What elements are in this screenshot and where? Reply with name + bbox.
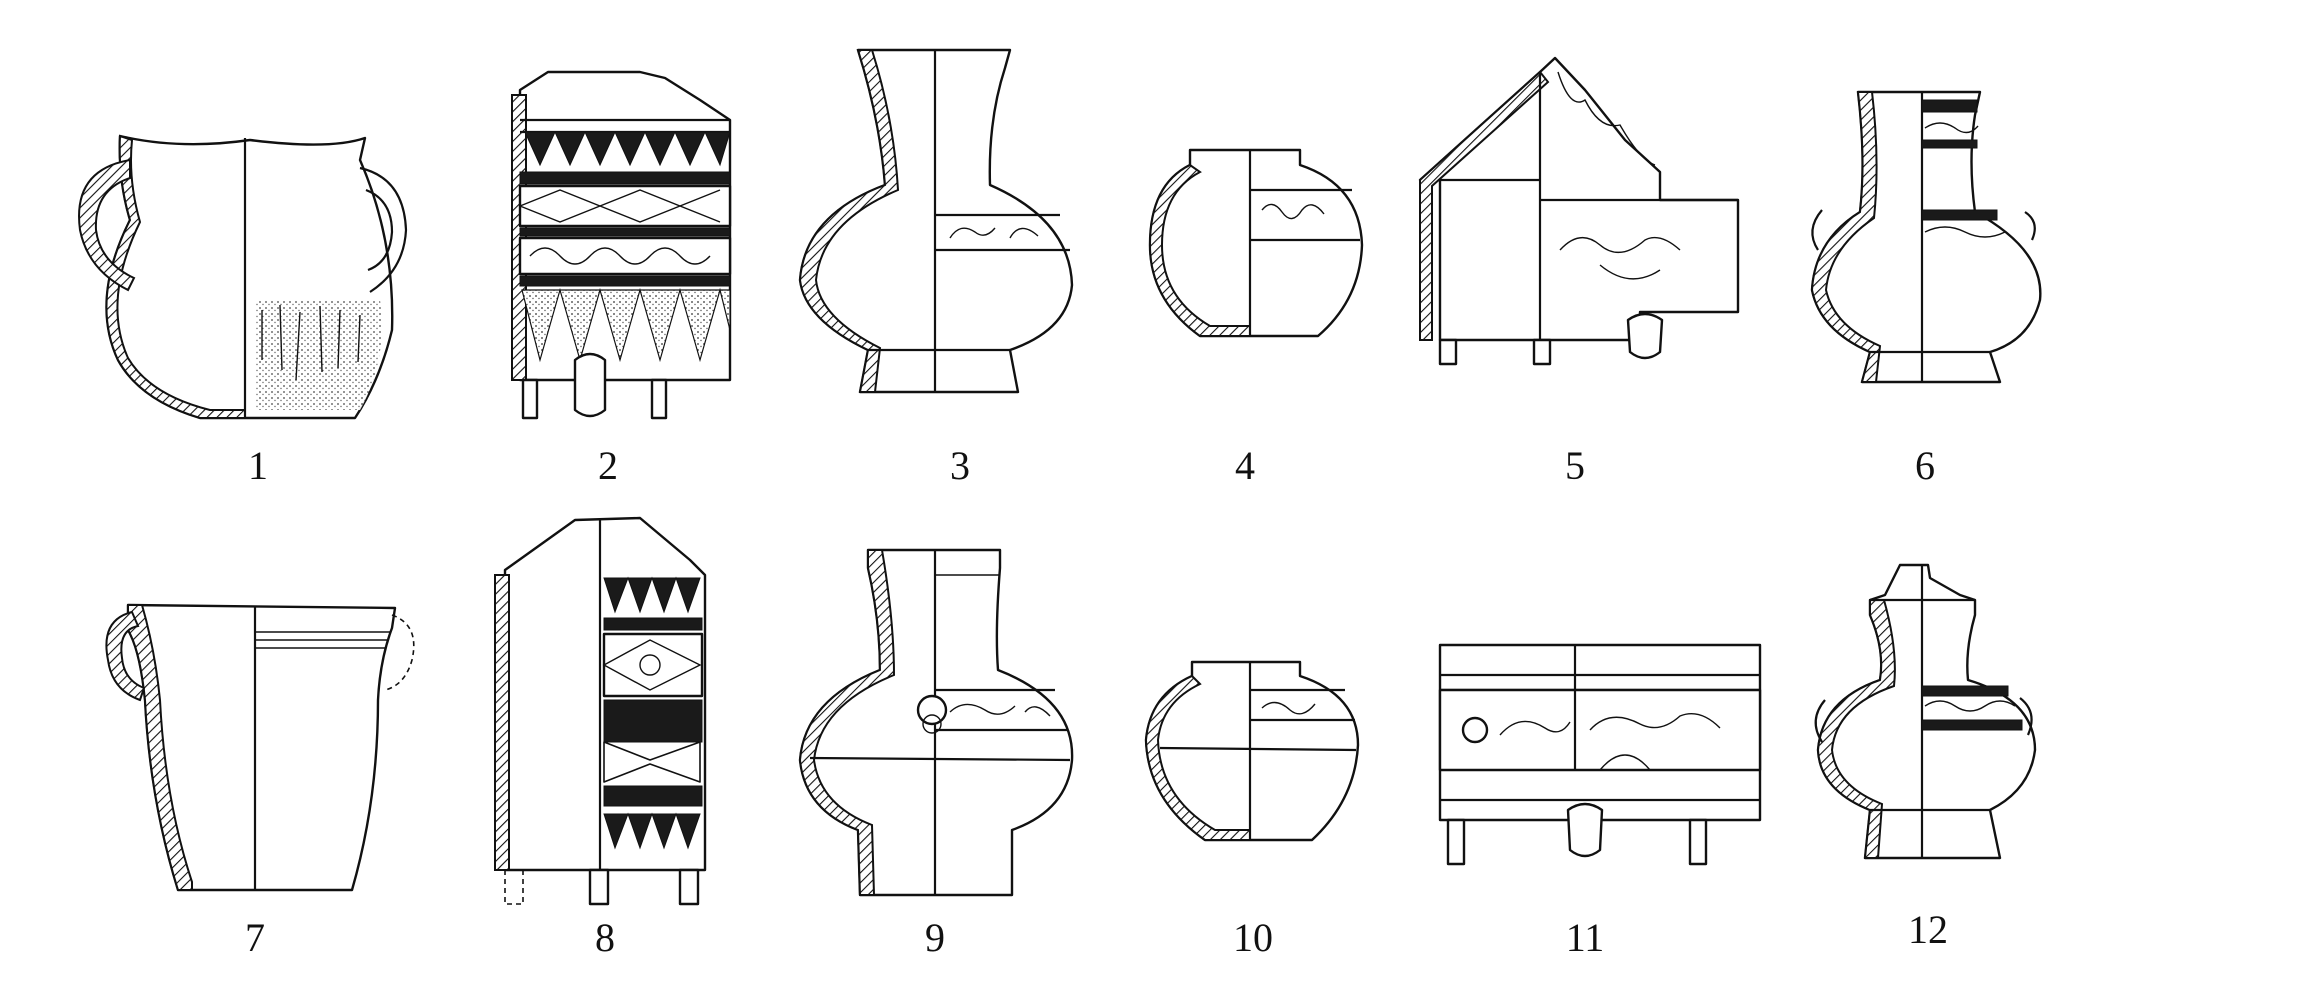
- vessel-5: [1418, 56, 1740, 366]
- vessel-4: [1148, 148, 1364, 338]
- figure-label-3: 3: [950, 443, 970, 488]
- vessel-8: [494, 516, 707, 906]
- figure-label-12: 12: [1908, 907, 1948, 952]
- figure-label-2: 2: [598, 443, 618, 488]
- figure-label-5: 5: [1565, 443, 1585, 488]
- vessel-11: [1438, 643, 1762, 866]
- figure-label-1: 1: [248, 443, 268, 488]
- vessel-1: [78, 134, 408, 420]
- vessel-6: [1810, 90, 2042, 384]
- vessel-10: [1144, 660, 1360, 842]
- figure-label-9: 9: [925, 915, 945, 960]
- figure-label-7: 7: [245, 915, 265, 960]
- vessel-3: [798, 48, 1074, 394]
- vessel-2: [511, 70, 732, 420]
- figure-label-11: 11: [1565, 915, 1605, 960]
- vessel-7: [105, 603, 415, 892]
- figure-label-4: 4: [1235, 443, 1255, 488]
- vessel-12: [1814, 563, 2037, 860]
- figure-label-6: 6: [1915, 443, 1935, 488]
- figure-label-10: 10: [1233, 915, 1273, 960]
- vessel-9: [798, 548, 1074, 897]
- figure-label-8: 8: [595, 915, 615, 960]
